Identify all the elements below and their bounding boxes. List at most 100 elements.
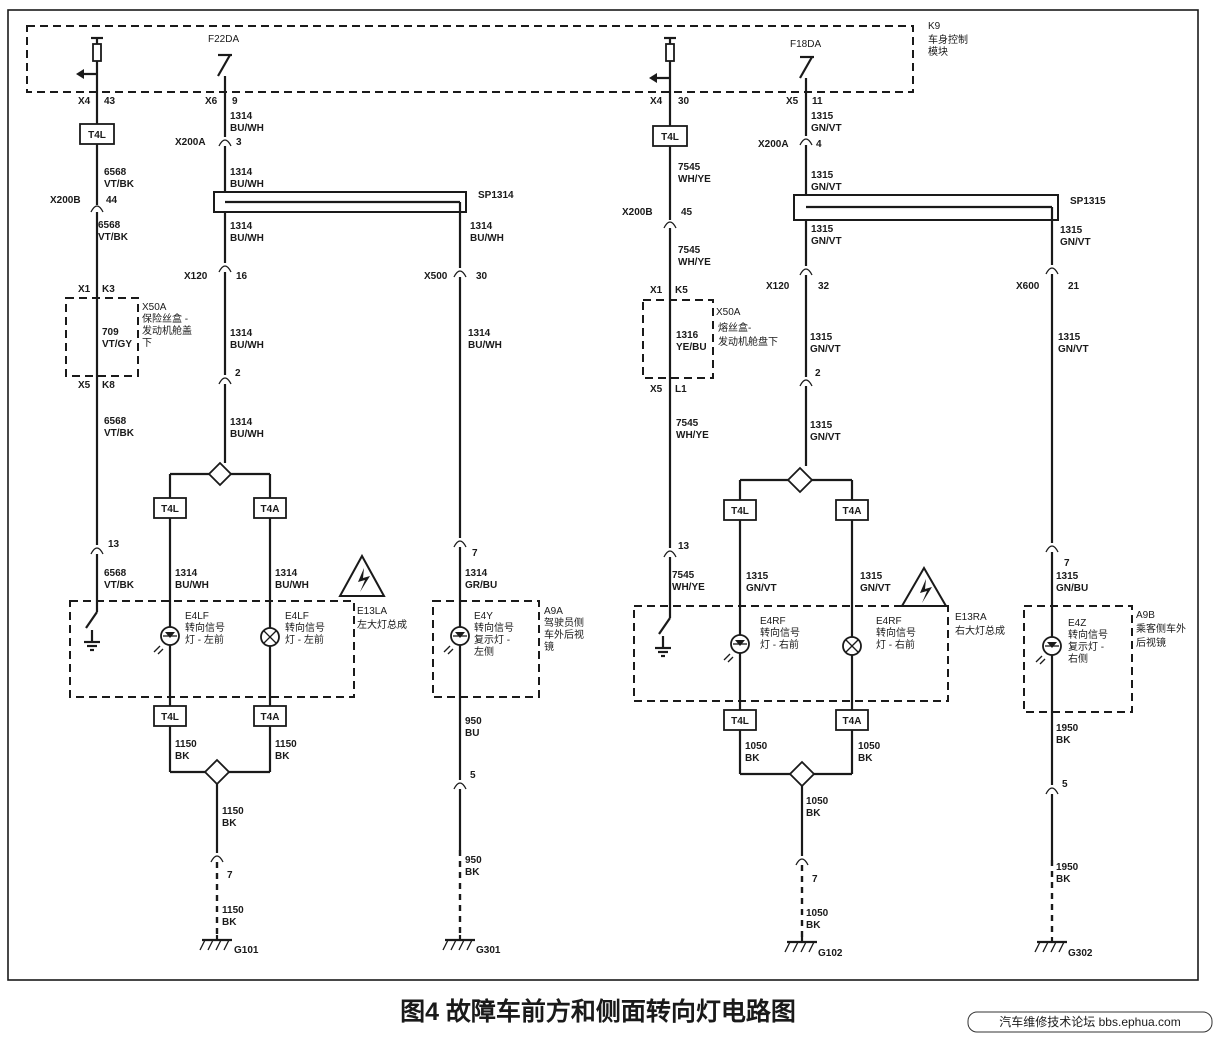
svg-text:K8: K8 bbox=[102, 380, 115, 391]
svg-text:WH/YE: WH/YE bbox=[672, 582, 705, 593]
svg-text:7: 7 bbox=[1064, 558, 1070, 569]
caution-icon bbox=[338, 553, 386, 597]
svg-text:E4Y: E4Y bbox=[474, 611, 493, 622]
module-id: K9 bbox=[928, 21, 941, 32]
svg-text:7545: 7545 bbox=[678, 162, 701, 173]
svg-text:G102: G102 bbox=[818, 948, 843, 959]
svg-text:1050: 1050 bbox=[858, 741, 881, 752]
svg-text:GN/VT: GN/VT bbox=[811, 182, 842, 193]
svg-text:T4L: T4L bbox=[731, 716, 749, 727]
svg-text:1314: 1314 bbox=[230, 417, 253, 428]
svg-text:X200A: X200A bbox=[175, 137, 206, 148]
svg-text:1315: 1315 bbox=[860, 571, 883, 582]
svg-text:GN/VT: GN/VT bbox=[860, 583, 891, 594]
svg-text:1150: 1150 bbox=[175, 739, 197, 750]
led-lamp-icon bbox=[723, 634, 750, 663]
svg-text:950: 950 bbox=[465, 716, 482, 727]
svg-text:2: 2 bbox=[235, 368, 241, 379]
svg-text:7545: 7545 bbox=[672, 570, 695, 581]
svg-text:GN/VT: GN/VT bbox=[746, 583, 777, 594]
svg-text:X500: X500 bbox=[424, 271, 448, 282]
svg-text:1050: 1050 bbox=[745, 741, 768, 752]
svg-text:1315: 1315 bbox=[1060, 225, 1083, 236]
svg-text:灯 - 左前: 灯 - 左前 bbox=[285, 633, 324, 646]
svg-text:13: 13 bbox=[108, 539, 120, 550]
svg-text:驾驶员侧: 驾驶员侧 bbox=[544, 616, 584, 629]
svg-text:7545: 7545 bbox=[676, 418, 699, 429]
svg-text:车外后视: 车外后视 bbox=[544, 628, 584, 641]
svg-text:BU/WH: BU/WH bbox=[468, 340, 502, 351]
svg-text:F18DA: F18DA bbox=[790, 39, 821, 50]
svg-text:GR/BU: GR/BU bbox=[465, 580, 497, 591]
svg-text:T4A: T4A bbox=[843, 506, 862, 517]
svg-text:转向信号: 转向信号 bbox=[185, 621, 225, 634]
ground-icon bbox=[199, 935, 232, 951]
svg-text:转向信号: 转向信号 bbox=[1068, 628, 1108, 641]
svg-text:X200B: X200B bbox=[622, 207, 653, 218]
svg-text:X1: X1 bbox=[650, 285, 663, 296]
splice-sp1315 bbox=[793, 194, 1059, 221]
svg-text:7545: 7545 bbox=[678, 245, 701, 256]
svg-text:BK: BK bbox=[1056, 735, 1071, 746]
ground-icon bbox=[784, 937, 817, 953]
svg-text:BK: BK bbox=[745, 753, 760, 764]
svg-text:G301: G301 bbox=[476, 945, 501, 956]
svg-text:GN/VT: GN/VT bbox=[1060, 237, 1091, 248]
svg-text:右大灯总成: 右大灯总成 bbox=[955, 624, 1005, 637]
svg-text:E13LA: E13LA bbox=[357, 606, 387, 617]
svg-text:1315: 1315 bbox=[1058, 332, 1081, 343]
svg-text:灯 - 左前: 灯 - 左前 bbox=[185, 633, 224, 646]
svg-text:X4: X4 bbox=[650, 96, 663, 107]
svg-text:1314: 1314 bbox=[230, 221, 253, 232]
svg-text:1950: 1950 bbox=[1056, 723, 1079, 734]
svg-text:4: 4 bbox=[816, 139, 822, 150]
svg-text:VT/GY: VT/GY bbox=[102, 339, 132, 350]
bulb-lamp-icon bbox=[260, 627, 280, 647]
svg-text:X5: X5 bbox=[786, 96, 799, 107]
svg-text:BU/WH: BU/WH bbox=[230, 340, 264, 351]
splice-sp1314 bbox=[213, 191, 467, 213]
svg-text:X120: X120 bbox=[184, 271, 208, 282]
svg-text:7: 7 bbox=[472, 548, 478, 559]
svg-text:1050: 1050 bbox=[806, 908, 829, 919]
circuit-right-mirror-repeater: 1315 GN/VT X600 21 1315 GN/VT 7 1315 GN/… bbox=[1016, 225, 1186, 959]
svg-text:转向信号: 转向信号 bbox=[285, 621, 325, 634]
svg-text:X200B: X200B bbox=[50, 195, 81, 206]
fuse-switch-right: F18DA bbox=[790, 39, 821, 92]
svg-text:后视镜: 后视镜 bbox=[1136, 636, 1166, 649]
svg-text:1315: 1315 bbox=[811, 111, 834, 122]
svg-text:T4A: T4A bbox=[261, 504, 280, 515]
svg-text:VT/BK: VT/BK bbox=[104, 428, 135, 439]
svg-text:6568: 6568 bbox=[104, 568, 127, 579]
svg-text:BK: BK bbox=[465, 867, 480, 878]
svg-text:13: 13 bbox=[678, 541, 690, 552]
svg-text:1315: 1315 bbox=[811, 224, 834, 235]
svg-text:1315: 1315 bbox=[1056, 571, 1079, 582]
svg-text:GN/VT: GN/VT bbox=[810, 344, 841, 355]
svg-text:T4L: T4L bbox=[161, 712, 179, 723]
svg-text:右侧: 右侧 bbox=[1068, 652, 1088, 665]
svg-text:X120: X120 bbox=[766, 281, 790, 292]
svg-text:1150: 1150 bbox=[275, 739, 297, 750]
svg-text:5: 5 bbox=[1062, 779, 1068, 790]
svg-text:E4LF: E4LF bbox=[285, 611, 309, 622]
circuit-left-front-lamps: X6 9 1314 BU/WH X200A 3 1314 BU/WH SP131… bbox=[69, 92, 514, 956]
svg-text:T4L: T4L bbox=[161, 504, 179, 515]
svg-text:X5: X5 bbox=[78, 380, 91, 391]
svg-text:BK: BK bbox=[806, 920, 821, 931]
svg-text:A9B: A9B bbox=[1136, 610, 1155, 621]
svg-text:X5: X5 bbox=[650, 384, 663, 395]
svg-text:1050: 1050 bbox=[806, 796, 829, 807]
svg-text:BU/WH: BU/WH bbox=[470, 233, 504, 244]
svg-text:709: 709 bbox=[102, 327, 119, 338]
svg-text:X50A: X50A bbox=[716, 307, 741, 318]
svg-text:L1: L1 bbox=[675, 384, 687, 395]
svg-text:950: 950 bbox=[465, 855, 482, 866]
circuit-right-relay-wire: X4 30 T4L 7545 WH/YE X200B 45 7545 WH/YE… bbox=[622, 92, 778, 658]
svg-text:E4RF: E4RF bbox=[876, 616, 902, 627]
svg-text:X1: X1 bbox=[78, 284, 91, 295]
forum-watermark: 汽车维修技术论坛 bbs.ephua.com bbox=[967, 1011, 1213, 1033]
svg-text:左侧: 左侧 bbox=[474, 645, 494, 658]
circuit-left-mirror-repeater: 1314 BU/WH X500 30 1314 BU/WH 7 1314 GR/… bbox=[424, 221, 584, 956]
